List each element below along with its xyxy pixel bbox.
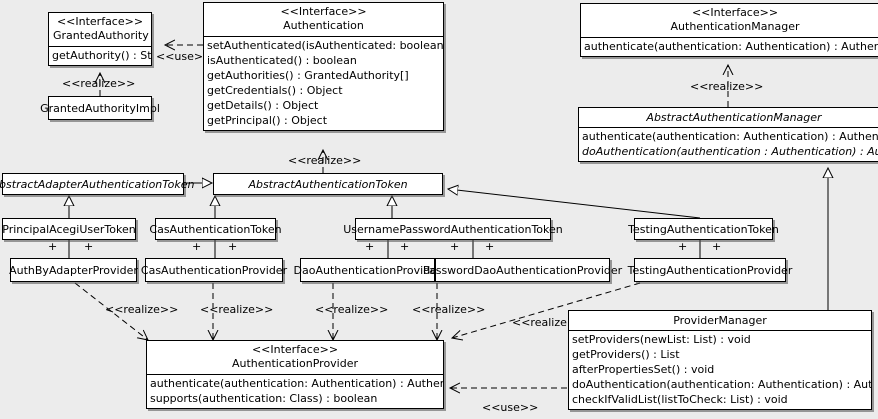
class-box-granted-authority-impl[interactable]: GrantedAuthorityImpl <box>40 96 160 120</box>
association-marker-plus: + <box>48 240 58 253</box>
relationship-label-realize: <<realize>> <box>288 154 362 167</box>
class-name: PasswordDaoAuthenticationProvider <box>422 263 623 277</box>
relationship-label-realize: <<realize>> <box>690 80 764 93</box>
method-item: doAuthentication(authentication: Authent… <box>572 378 871 391</box>
class-name: DaoAuthenticationProvider <box>293 263 442 277</box>
method-compartment: setAuthenticated(isAuthenticated: boolea… <box>204 36 443 130</box>
method-compartment: authenticate(authentication: Authenticat… <box>581 37 878 56</box>
class-header: <<Interface>> AuthenticationProvider <box>147 341 443 374</box>
relationship-label-use: <<use>> <box>156 50 213 63</box>
class-stereotype: <<Interface>> <box>251 343 339 356</box>
method-item: setProviders(newList: List) : void <box>572 333 751 346</box>
class-name: PrincipalAcegiUserToken <box>2 222 136 236</box>
class-header: <<Interface>> AuthenticationManager <box>581 4 878 37</box>
class-box-testing-authentication-provider[interactable]: TestingAuthenticationProvider <box>628 258 792 282</box>
method-item: getAuthorities() : GrantedAuthority[] <box>207 69 409 82</box>
method-compartment: authenticate(authentication: Authenticat… <box>147 374 443 408</box>
class-stereotype: <<Interface>> <box>691 6 779 19</box>
class-box-testing-authentication-token[interactable]: TestingAuthenticationToken <box>628 218 779 240</box>
class-name: GrantedAuthority <box>53 29 149 42</box>
class-box-authentication-manager[interactable]: <<Interface>> AuthenticationManager auth… <box>580 3 878 57</box>
method-item: getCredentials() : Object <box>207 84 343 97</box>
method-item: getDetails() : Object <box>207 99 319 112</box>
relationship-label-realize: <<realize>> <box>105 303 179 316</box>
class-name: CasAuthenticationProvider <box>140 263 288 277</box>
method-compartment: setProviders(newList: List) : void getPr… <box>569 330 871 409</box>
method-item: doAuthentication(authentication : Authen… <box>582 145 878 158</box>
relationship-label-realize: <<realize>> <box>412 303 486 316</box>
class-name: TestingAuthenticationProvider <box>627 263 793 277</box>
class-box-cas-authentication-provider[interactable]: CasAuthenticationProvider <box>141 258 287 282</box>
class-stereotype: <<Interface>> <box>56 15 144 28</box>
class-header: <<Interface>> Authentication <box>204 3 443 36</box>
class-box-username-password-authentication-token[interactable]: UsernamePasswordAuthenticationToken <box>343 218 563 240</box>
class-box-dao-authentication-provider[interactable]: DaoAuthenticationProvider <box>294 258 442 282</box>
method-item: isAuthenticated() : boolean <box>207 54 357 67</box>
method-item: authenticate(authentication: Authenticat… <box>150 377 443 390</box>
class-box-provider-manager[interactable]: ProviderManager setProviders(newList: Li… <box>568 310 872 410</box>
association-marker-plus: + <box>450 240 460 253</box>
method-item: setAuthenticated(isAuthenticated: boolea… <box>207 39 443 52</box>
relationship-label-use: <<use>> <box>482 401 539 414</box>
class-box-granted-authority[interactable]: <<Interface>> GrantedAuthority getAuthor… <box>48 12 152 66</box>
relationship-label-realize: <<realize>> <box>315 303 389 316</box>
relationship-label-realize: <<realize>> <box>62 77 136 90</box>
class-name: ProviderManager <box>673 314 767 327</box>
class-box-password-dao-authentication-provider[interactable]: PasswordDaoAuthenticationProvider <box>423 258 622 282</box>
method-compartment: getAuthority() : String <box>49 46 151 65</box>
association-marker-plus: + <box>712 240 722 253</box>
method-item: checkIfValidList(listToCheck: List) : vo… <box>572 393 788 406</box>
class-name: GrantedAuthorityImpl <box>40 101 160 115</box>
class-box-abstract-authentication-token[interactable]: AbstractAuthenticationToken <box>213 173 443 195</box>
class-box-abstract-authentication-manager[interactable]: AbstractAuthenticationManager authentica… <box>578 107 878 162</box>
class-stereotype: <<Interface>> <box>280 5 367 18</box>
method-compartment: authenticate(authentication: Authenticat… <box>579 127 878 161</box>
class-name: AuthenticationProvider <box>231 357 359 370</box>
class-box-authentication[interactable]: <<Interface>> Authentication setAuthenti… <box>203 2 444 131</box>
class-header: ProviderManager <box>569 311 871 330</box>
association-marker-plus: + <box>485 240 495 253</box>
class-name: UsernamePasswordAuthenticationToken <box>343 222 563 236</box>
method-item: authenticate(authentication: Authenticat… <box>582 130 878 143</box>
class-box-principal-acegi-user-token[interactable]: PrincipalAcegiUserToken <box>2 218 136 240</box>
method-item: getProviders() : List <box>572 348 680 361</box>
association-marker-plus: + <box>192 240 202 253</box>
class-name: AbstractAuthenticationToken <box>248 177 408 191</box>
class-name: Authentication <box>283 19 364 32</box>
association-marker-plus: + <box>400 240 410 253</box>
class-name: AuthByAdapterProvider <box>9 263 138 277</box>
class-box-cas-authentication-token[interactable]: CasAuthenticationToken <box>149 218 282 240</box>
class-box-auth-by-adapter-provider[interactable]: AuthByAdapterProvider <box>9 258 138 282</box>
association-marker-plus: + <box>84 240 94 253</box>
method-item: afterPropertiesSet() : void <box>572 363 715 376</box>
class-name: AuthenticationManager <box>670 20 800 33</box>
association-marker-plus: + <box>678 240 688 253</box>
class-header: AbstractAuthenticationManager <box>579 108 878 127</box>
method-item: getPrincipal() : Object <box>207 114 328 127</box>
method-item: getAuthority() : String <box>52 49 151 62</box>
association-marker-plus: + <box>365 240 375 253</box>
method-item: supports(authentication: Class) : boolea… <box>150 392 378 405</box>
class-header: <<Interface>> GrantedAuthority <box>49 13 151 46</box>
class-name: AbstractAdapterAuthenticationToken <box>0 177 195 191</box>
method-item: authenticate(authentication: Authenticat… <box>584 40 878 53</box>
class-box-abstract-adapter-authentication-token[interactable]: AbstractAdapterAuthenticationToken <box>0 173 194 195</box>
class-name: CasAuthenticationToken <box>149 222 282 236</box>
class-box-authentication-provider[interactable]: <<Interface>> AuthenticationProvider aut… <box>146 340 444 409</box>
association-marker-plus: + <box>228 240 238 253</box>
class-name: TestingAuthenticationToken <box>628 222 779 236</box>
class-name: AbstractAuthenticationManager <box>646 111 822 124</box>
relationship-label-realize: <<realize>> <box>200 303 274 316</box>
